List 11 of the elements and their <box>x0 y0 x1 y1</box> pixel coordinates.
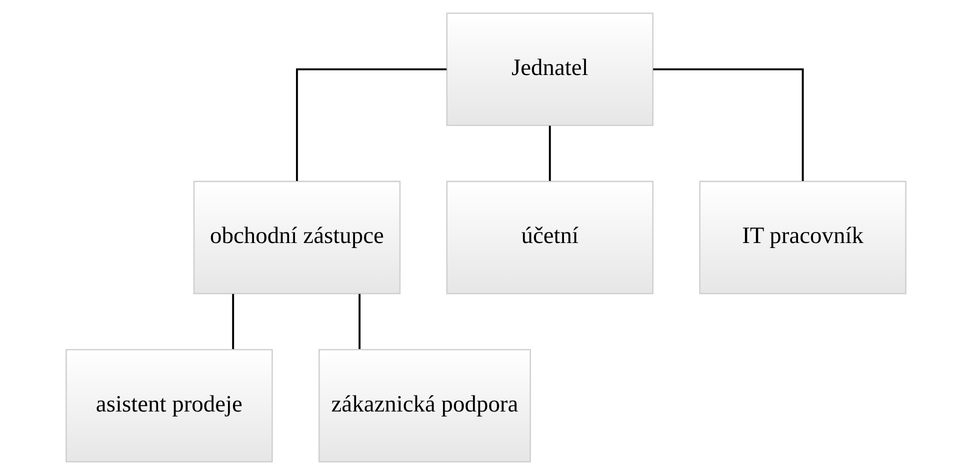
connector <box>232 294 234 350</box>
node-box: asistent prodeje <box>66 348 273 462</box>
node-box: Jednatel <box>446 12 654 126</box>
connector <box>296 68 447 182</box>
connector <box>653 68 804 182</box>
node-box: obchodní zástupce <box>193 180 401 294</box>
node-box: účetní <box>446 180 654 294</box>
connector <box>358 294 361 350</box>
node-box: zákaznická podpora <box>318 348 531 462</box>
node-box: IT pracovník <box>699 180 906 294</box>
connector <box>548 126 551 181</box>
